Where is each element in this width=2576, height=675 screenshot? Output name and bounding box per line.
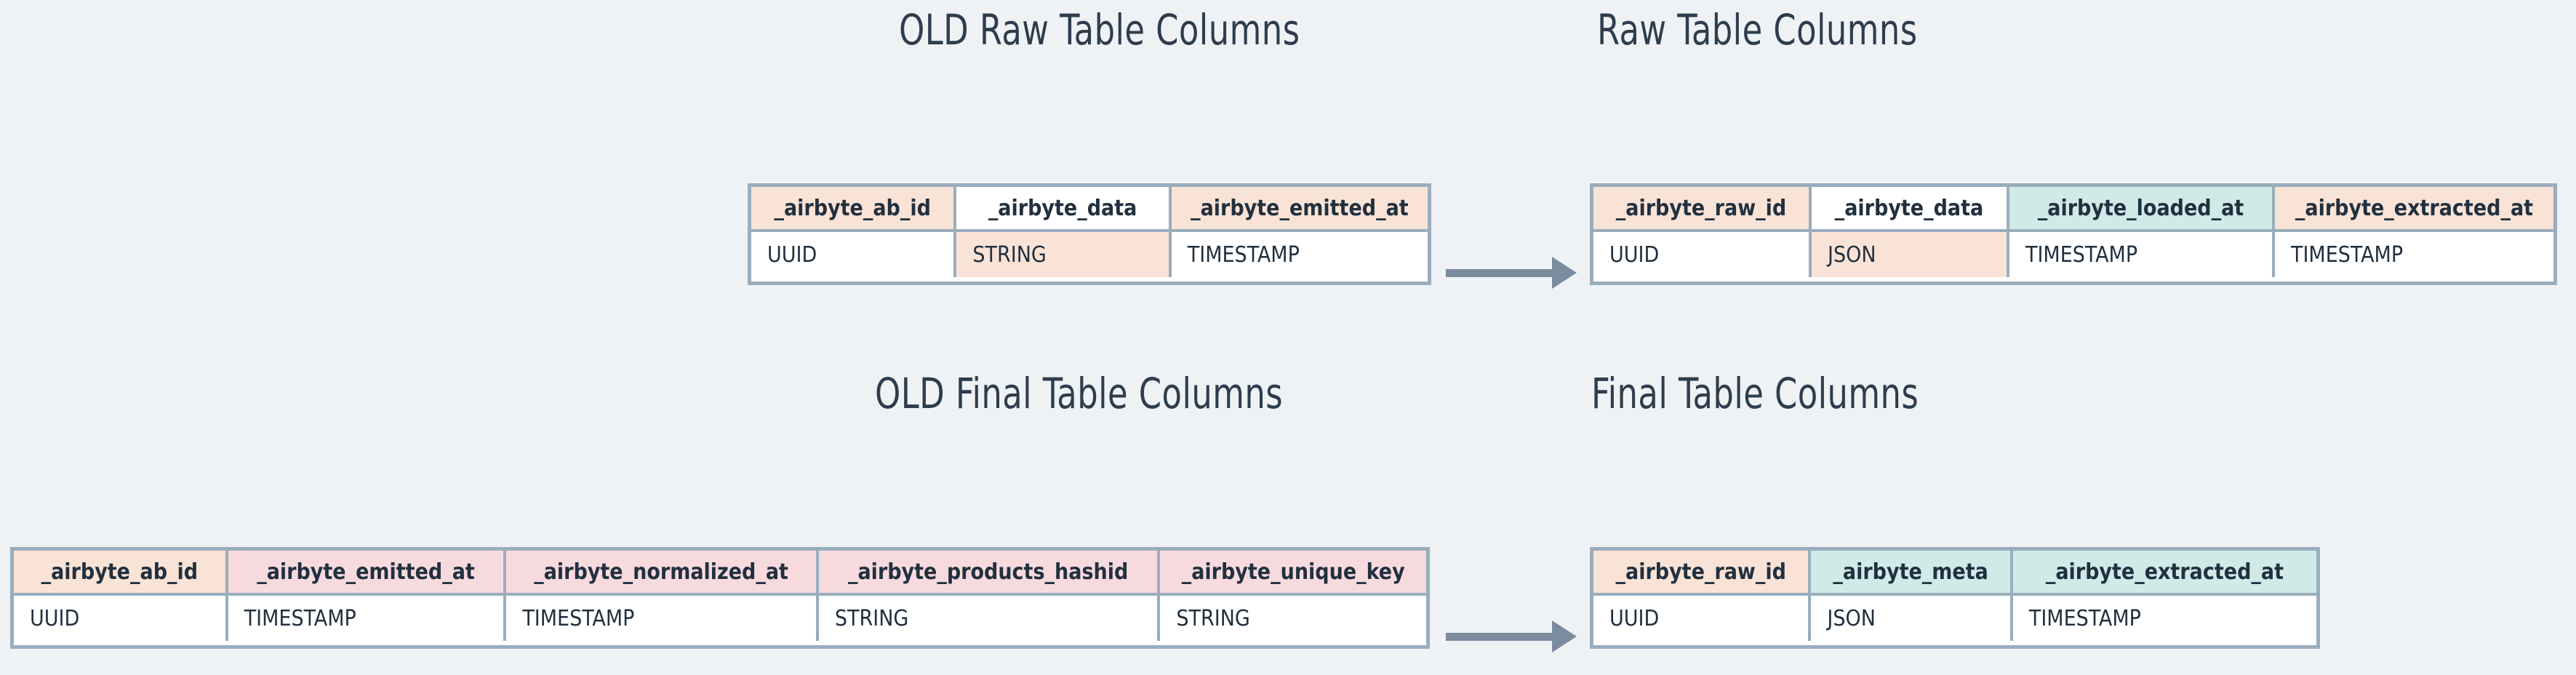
column-type-airbyte-data: JSON xyxy=(1812,232,2009,277)
column-type-airbyte-data: STRING xyxy=(956,232,1172,277)
column-header-airbyte-extracted-at: _airbyte_extracted_at xyxy=(2275,187,2553,232)
column-header-airbyte-emitted-at: _airbyte_emitted_at xyxy=(228,551,507,596)
arrow-head xyxy=(1552,620,1577,652)
column-header-airbyte-data: _airbyte_data xyxy=(956,187,1172,232)
column-type-airbyte-emitted-at: TIMESTAMP xyxy=(1171,232,1428,277)
column-type-airbyte-normalized-at: TIMESTAMP xyxy=(506,596,819,641)
old-raw-table-header-row: _airbyte_ab_id _airbyte_data _airbyte_em… xyxy=(751,187,1428,232)
column-type-airbyte-unique-key: STRING xyxy=(1160,596,1427,641)
column-header-airbyte-normalized-at: _airbyte_normalized_at xyxy=(506,551,819,596)
column-type-airbyte-products-hashid: STRING xyxy=(818,596,1161,641)
old-raw-table-title: OLD Raw Table Columns xyxy=(899,5,1300,55)
column-header-airbyte-raw-id: _airbyte_raw_id xyxy=(1593,187,1812,232)
column-type-airbyte-meta: JSON xyxy=(1811,596,2013,641)
raw-table-header-row: _airbyte_raw_id _airbyte_data _airbyte_l… xyxy=(1593,187,2553,232)
arrow-head xyxy=(1552,257,1577,289)
column-type-airbyte-emitted-at: TIMESTAMP xyxy=(228,596,507,641)
raw-table: _airbyte_raw_id _airbyte_data _airbyte_l… xyxy=(1590,183,2557,285)
final-table-type-row: UUID JSON TIMESTAMP xyxy=(1593,596,2316,641)
column-header-airbyte-emitted-at: _airbyte_emitted_at xyxy=(1171,187,1428,232)
old-final-table-title: OLD Final Table Columns xyxy=(875,369,1284,418)
column-header-airbyte-loaded-at: _airbyte_loaded_at xyxy=(2009,187,2275,232)
final-table: _airbyte_raw_id _airbyte_meta _airbyte_e… xyxy=(1590,547,2320,649)
arrow-shaft xyxy=(1446,632,1553,641)
column-header-airbyte-extracted-at: _airbyte_extracted_at xyxy=(2012,551,2317,596)
column-type-airbyte-extracted-at: TIMESTAMP xyxy=(2275,232,2553,277)
arrow-shaft xyxy=(1446,268,1553,277)
old-final-table-header-row: _airbyte_ab_id _airbyte_emitted_at _airb… xyxy=(14,551,1427,596)
column-type-airbyte-ab-id: UUID xyxy=(751,232,957,277)
column-header-airbyte-raw-id: _airbyte_raw_id xyxy=(1593,551,1812,596)
column-header-airbyte-ab-id: _airbyte_ab_id xyxy=(14,551,228,596)
column-header-airbyte-data: _airbyte_data xyxy=(1812,187,2009,232)
final-table-header-row: _airbyte_raw_id _airbyte_meta _airbyte_e… xyxy=(1593,551,2317,596)
final-transition-arrow-right-icon xyxy=(1446,620,1577,652)
raw-transition-arrow-right-icon xyxy=(1446,257,1577,289)
old-raw-table: _airbyte_ab_id _airbyte_data _airbyte_em… xyxy=(748,183,1431,285)
column-type-airbyte-raw-id: UUID xyxy=(1593,232,1812,277)
old-raw-table-type-row: UUID STRING TIMESTAMP xyxy=(751,232,1428,277)
column-type-airbyte-extracted-at: TIMESTAMP xyxy=(2012,596,2316,641)
column-type-airbyte-ab-id: UUID xyxy=(14,596,228,641)
column-header-airbyte-meta: _airbyte_meta xyxy=(1811,551,2013,596)
column-header-airbyte-unique-key: _airbyte_unique_key xyxy=(1160,551,1427,596)
raw-table-title: Raw Table Columns xyxy=(1597,5,1918,55)
old-final-table-type-row: UUID TIMESTAMP TIMESTAMP STRING STRING xyxy=(14,596,1427,641)
column-type-airbyte-loaded-at: TIMESTAMP xyxy=(2009,232,2275,277)
raw-table-type-row: UUID JSON TIMESTAMP TIMESTAMP xyxy=(1593,232,2553,277)
old-final-table: _airbyte_ab_id _airbyte_emitted_at _airb… xyxy=(10,547,1430,649)
column-header-airbyte-products-hashid: _airbyte_products_hashid xyxy=(818,551,1161,596)
column-header-airbyte-ab-id: _airbyte_ab_id xyxy=(751,187,957,232)
final-table-title: Final Table Columns xyxy=(1591,369,1919,418)
column-type-airbyte-raw-id: UUID xyxy=(1593,596,1812,641)
